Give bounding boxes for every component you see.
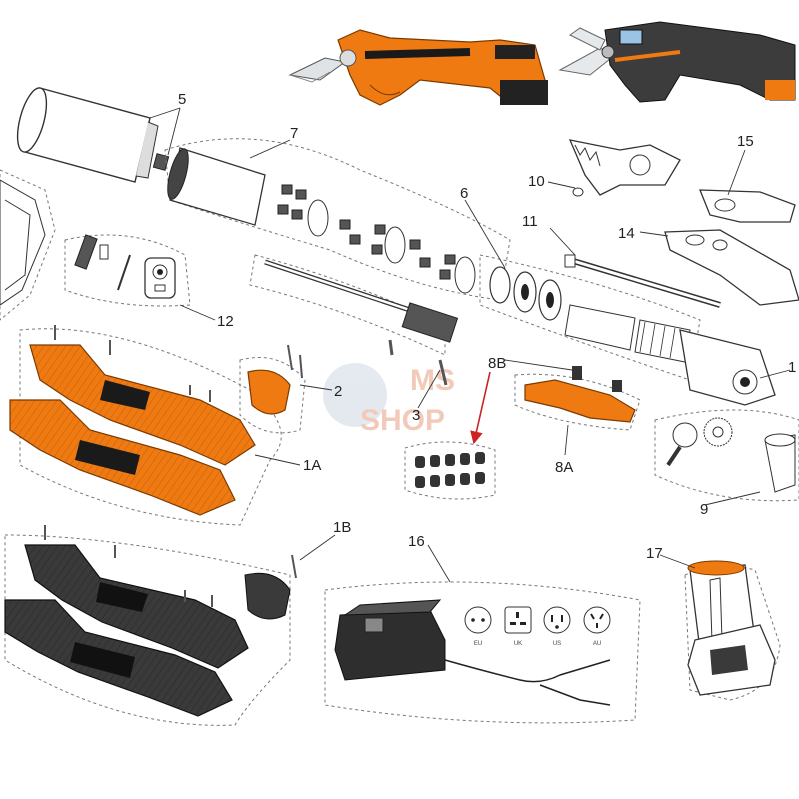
part-7-motor-group — [164, 138, 511, 301]
part-10-blade — [568, 139, 681, 197]
part-15-upper-blade — [699, 189, 796, 223]
part-9-gear-set — [654, 409, 799, 502]
callout-11: 11 — [522, 213, 538, 230]
plug-label: EU — [474, 641, 482, 647]
part-2-orange-cover — [239, 344, 306, 434]
callout-7: 7 — [290, 125, 298, 142]
pruner-photo-dark — [558, 21, 796, 103]
plug-icons: EU UK US AU — [464, 606, 611, 647]
part-11-ribbon-cable — [564, 254, 721, 308]
part-8b-rubber-pads — [404, 441, 496, 500]
callout-12: 12 — [217, 313, 234, 330]
callout-8b: 8B — [488, 355, 506, 372]
callout-15: 15 — [737, 133, 754, 150]
part-17-battery-pack — [684, 560, 781, 701]
ms-shop-watermark: MS SHOP — [323, 363, 455, 437]
leader-lines — [149, 107, 791, 583]
part-16-charger — [324, 581, 641, 724]
watermark-line2: SHOP — [360, 404, 445, 437]
callout-16: 16 — [408, 533, 425, 550]
callout-5: 5 — [178, 91, 186, 108]
watermark-line1: MS — [410, 364, 455, 397]
plug-label: UK — [514, 641, 522, 647]
callout-1b: 1B — [333, 519, 351, 536]
callout-1a: 1A — [303, 457, 321, 474]
part-1a-orange-housings — [9, 325, 282, 526]
part-5-battery-tube — [16, 87, 170, 183]
callout-6: 6 — [460, 185, 468, 202]
callout-8a: 8A — [555, 459, 573, 476]
left-housing-clipped — [0, 169, 56, 321]
callout-3: 3 — [412, 407, 420, 424]
au-plug-icon: AU — [583, 606, 611, 647]
part-6-gear-train — [479, 254, 701, 381]
part-3-screw — [388, 339, 448, 386]
pruner-photo-orange — [288, 29, 548, 106]
callouts: 5 7 6 10 11 14 15 12 1 2 3 8B 8A 9 1A 1B… — [178, 91, 796, 562]
callout-1: 1 — [788, 359, 796, 376]
part-12-switch — [64, 234, 191, 307]
callout-9: 9 — [700, 501, 708, 518]
part-8a-trigger — [514, 366, 641, 431]
eu-plug-icon: EU — [464, 606, 492, 647]
callout-17: 17 — [646, 545, 663, 562]
part-1-head-housing — [679, 329, 776, 406]
plug-label: AU — [593, 641, 601, 647]
uk-plug-icon: UK — [504, 606, 532, 647]
callout-14: 14 — [618, 225, 635, 242]
part-12-wiring — [249, 254, 459, 356]
plug-label: US — [553, 641, 561, 647]
red-arrow — [470, 371, 491, 445]
us-plug-icon: US — [543, 606, 571, 647]
callout-2: 2 — [334, 383, 342, 400]
callout-10: 10 — [528, 173, 545, 190]
part-1b-dark-housings — [4, 525, 297, 726]
part-14-lower-blade — [664, 229, 799, 306]
